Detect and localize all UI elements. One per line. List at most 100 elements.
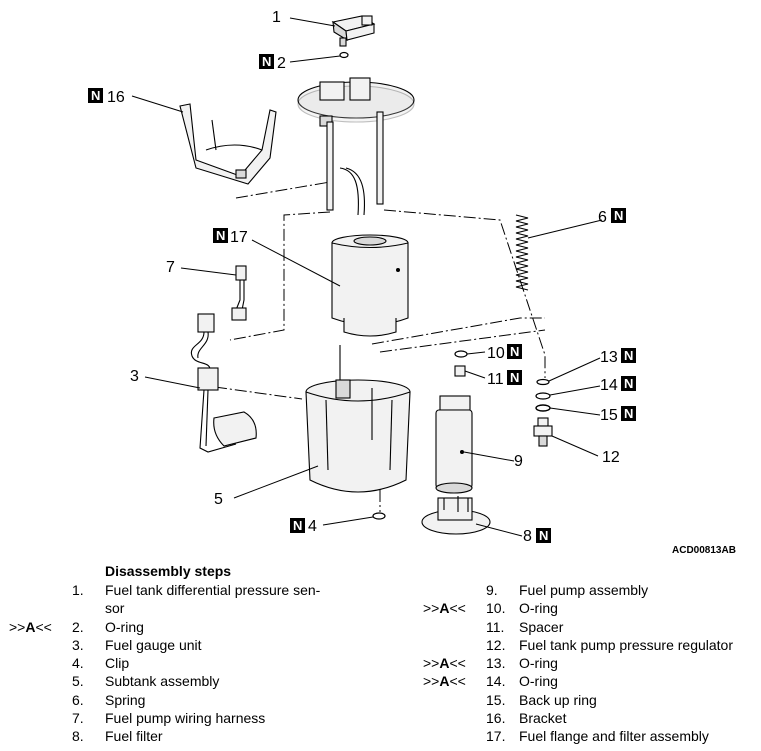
new-part-box-8 (536, 528, 551, 543)
new-part-box-15 (621, 406, 636, 421)
o-ring-part-2 (339, 51, 349, 59)
callout-14: 14 (600, 377, 618, 394)
step-number: 2. (72, 618, 84, 635)
step-row-9: 9. Fuel pump assembly (420, 581, 761, 599)
step-row-17: 17. Fuel flange and filter assembly (420, 727, 761, 745)
step-text: O-ring (519, 673, 558, 690)
pressure-regulator-part (533, 417, 553, 447)
back-up-ring-part-15 (535, 404, 551, 412)
step-row-2: >>A<< 2. O-ring (0, 618, 420, 636)
clip-part-4 (372, 512, 386, 520)
fuel-filter-part (421, 496, 491, 535)
callout-16: 16 (107, 89, 125, 106)
callout-9: 9 (514, 453, 523, 470)
new-part-mark-17: N (216, 228, 225, 243)
flange-assembly-part (297, 77, 415, 337)
step-text: O-ring (105, 618, 144, 635)
step-row-1: 1. Fuel tank differential pressure sen- (0, 581, 420, 599)
step-number: 11. (486, 618, 505, 635)
callout-4: 4 (308, 518, 317, 535)
service-mark: >>A<< (9, 618, 52, 635)
step-row-13: >>A<< 13. O-ring (420, 654, 761, 672)
service-mark: >>A<< (423, 655, 466, 672)
new-part-mark-13: N (624, 348, 633, 363)
callout-5: 5 (214, 491, 223, 508)
step-number: 16. (486, 710, 506, 727)
step-text: Fuel flange and filter assembly (519, 728, 709, 745)
subtank-part (305, 345, 411, 493)
callout-11: 11 (487, 371, 504, 388)
step-text: Fuel pump wiring harness (105, 710, 266, 727)
step-text: Fuel tank differential pressure sen- (105, 582, 321, 598)
callout-6: 6 (598, 209, 607, 226)
step-row-5: 5. Subtank assembly (0, 672, 420, 690)
step-text: Fuel pump assembly (519, 582, 649, 598)
step-text: Bracket (519, 710, 567, 727)
service-mark: >>A<< (423, 673, 466, 690)
exploded-view-diagram: 1 N 2 N 16 6 N N 17 7 10 N 13 N 3 11 N 1… (88, 9, 736, 556)
new-part-box-6 (611, 208, 626, 223)
step-text: O-ring (519, 655, 558, 672)
callout-8: 8 (523, 528, 532, 545)
steps-left-column: 1. Fuel tank differential pressure sen- … (0, 581, 420, 746)
step-row-14: >>A<< 14. O-ring (420, 672, 761, 690)
step-row-10: >>A<< 10. O-ring (420, 599, 761, 617)
callout-3: 3 (130, 368, 139, 385)
step-number: 9. (486, 582, 498, 598)
callout-1: 1 (272, 9, 281, 26)
step-text: Fuel filter (105, 728, 163, 745)
new-part-box-2 (259, 54, 274, 69)
new-part-box-14 (621, 376, 636, 391)
callout-15: 15 (600, 407, 618, 424)
new-part-mark-15: N (624, 406, 633, 421)
new-part-box-4 (290, 518, 305, 533)
spacer-part-11 (454, 365, 466, 377)
step-text: Subtank assembly (105, 673, 220, 690)
new-part-box-17 (213, 228, 228, 243)
fuel-gauge-unit-part (190, 313, 257, 453)
step-number: 14. (486, 673, 506, 690)
callout-13: 13 (600, 349, 618, 366)
step-row-3: 3. Fuel gauge unit (0, 636, 420, 654)
new-part-mark-4: N (293, 518, 302, 533)
callout-12: 12 (602, 449, 620, 466)
spring-part (515, 214, 529, 291)
step-number: 10. (486, 600, 506, 617)
step-number: 8. (72, 728, 84, 745)
step-number: 13. (486, 655, 506, 672)
new-part-box-13 (621, 348, 636, 363)
step-number: 1. (72, 582, 84, 598)
step-row-8: 8. Fuel filter (0, 727, 420, 745)
new-part-mark-6: N (614, 208, 623, 223)
o-ring-part-10 (454, 350, 468, 358)
step-text-continued: sor (105, 600, 125, 617)
new-part-mark-14: N (624, 376, 633, 391)
callout-2: 2 (277, 55, 286, 72)
step-text: Back up ring (519, 691, 597, 708)
new-part-mark-10: N (510, 344, 519, 359)
step-text: Clip (105, 655, 130, 672)
new-part-box-11 (507, 370, 522, 385)
step-number: 7. (72, 710, 84, 727)
service-mark: >>A<< (423, 600, 466, 617)
step-number: 12. (486, 636, 506, 653)
fuel-pump-part (435, 395, 473, 494)
new-part-box-10 (507, 344, 522, 359)
o-ring-part-13 (536, 378, 550, 386)
step-row-16: 16. Bracket (420, 709, 761, 727)
step-number: 5. (72, 673, 84, 690)
step-number: 6. (72, 691, 84, 708)
new-part-mark-8: N (539, 528, 548, 543)
new-part-mark-11: N (510, 370, 519, 385)
step-row-7: 7. Fuel pump wiring harness (0, 709, 420, 727)
steps-title: Disassembly steps (105, 563, 232, 579)
step-text: O-ring (519, 600, 558, 617)
step-row-1-cont: sor (0, 599, 420, 617)
step-text: Spacer (519, 618, 564, 635)
leader-lines (131, 17, 603, 537)
steps-right-column: 9. Fuel pump assembly >>A<< 10. O-ring 1… (420, 581, 761, 746)
step-number: 17. (486, 728, 506, 745)
new-part-mark-16: N (91, 88, 100, 103)
step-text: Fuel tank pump pressure regulator (519, 636, 733, 653)
new-part-box-16 (88, 88, 103, 103)
